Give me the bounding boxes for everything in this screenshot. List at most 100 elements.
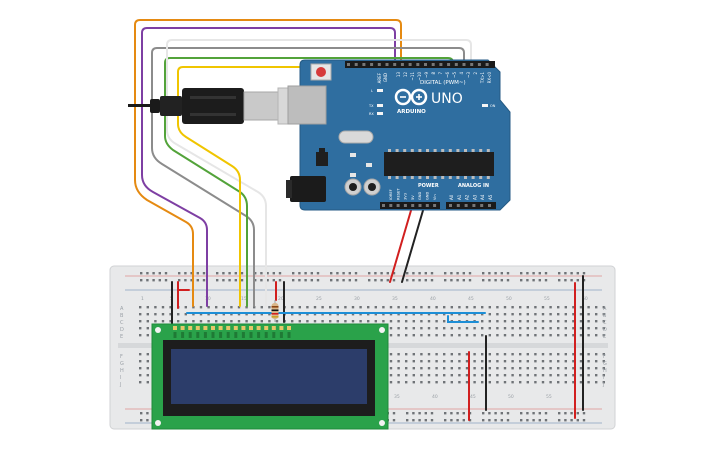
breadboard-hole (443, 313, 446, 316)
breadboard-hole (139, 327, 142, 330)
breadboard-hole (576, 412, 579, 415)
breadboard-hole (564, 327, 567, 330)
breadboard-hole (146, 272, 149, 275)
breadboard-hole (572, 367, 575, 370)
usb-port (287, 85, 327, 125)
breadboard-hole (602, 353, 605, 356)
chip-pin (448, 176, 452, 179)
breadboard-hole (587, 360, 590, 363)
breadboard-hole (268, 313, 271, 316)
column-number: 45 (470, 394, 476, 400)
breadboard-hole (139, 360, 142, 363)
breadboard-hole (496, 313, 499, 316)
wire-red-5v[interactable] (389, 206, 413, 283)
breadboard-hole (450, 360, 453, 363)
row-letter: J (602, 382, 604, 388)
breadboard-hole (488, 412, 491, 415)
breadboard-hole (222, 313, 225, 316)
wire-white[interactable] (166, 39, 472, 307)
lcd-pin (287, 326, 291, 330)
breadboard-hole (260, 313, 263, 316)
breadboard-hole (468, 279, 472, 282)
pin-hole (418, 204, 422, 207)
breadboard-hole (374, 306, 377, 309)
breadboard-hole (412, 272, 415, 275)
breadboard-hole (564, 272, 567, 275)
breadboard-hole (602, 381, 605, 384)
breadboard-hole (359, 313, 362, 316)
breadboard-hole (587, 313, 590, 316)
breadboard-hole (541, 327, 545, 330)
breadboard-hole (496, 320, 499, 323)
breadboard-hole (450, 419, 453, 422)
breadboard-hole (316, 279, 320, 282)
breadboard-hole (494, 279, 497, 282)
breadboard-hole (511, 367, 514, 370)
jumper-blue-step[interactable] (447, 315, 479, 323)
breadboard-hole (329, 306, 332, 309)
resistor[interactable] (271, 300, 279, 322)
digital-pin-label: 8 (431, 72, 436, 75)
wire-black-gnd[interactable] (401, 206, 425, 283)
breadboard-hole (557, 306, 560, 309)
breadboard-hole (534, 306, 537, 309)
breadboard-hole (520, 272, 523, 275)
breadboard-hole (450, 272, 453, 275)
breadboard-hole (443, 334, 446, 337)
breadboard-hole (405, 381, 408, 384)
breadboard-hole (412, 367, 415, 370)
breadboard-hole (207, 313, 210, 316)
breadboard-hole (488, 334, 491, 337)
breadboard-hole (192, 320, 195, 323)
pin-hole (433, 204, 437, 207)
breadboard-hole (488, 381, 491, 384)
breadboard-hole (418, 272, 421, 275)
breadboard-hole (190, 279, 193, 282)
breadboard-hole (177, 313, 180, 316)
breadboard-hole (496, 334, 499, 337)
pin-hole (472, 204, 476, 207)
breadboard-hole (178, 272, 181, 275)
breadboard-hole (519, 313, 522, 316)
pin-hole (400, 63, 404, 66)
row-letter: H (603, 368, 607, 374)
breadboard-hole (304, 279, 307, 282)
breadboard-hole (207, 306, 210, 309)
wire-orange[interactable] (134, 19, 402, 307)
breadboard-hole (240, 279, 244, 282)
pin-hole (431, 63, 435, 66)
breadboard-hole (572, 306, 575, 309)
breadboard-hole (557, 374, 560, 377)
breadboard-hole (427, 313, 431, 316)
breadboard-hole (380, 279, 383, 282)
breadboard-hole (154, 313, 157, 316)
breadboard-hole (230, 313, 233, 316)
breadboard-hole (146, 313, 149, 316)
breadboard-hole (557, 353, 560, 356)
breadboard-hole (424, 279, 427, 282)
breadboard-hole (397, 327, 400, 330)
lcd-pin-pad (203, 332, 207, 338)
breadboard-hole (367, 320, 370, 323)
breadboard-hole (321, 313, 324, 316)
breadboard-hole (420, 353, 423, 356)
led-on-label: ON (490, 104, 496, 108)
breadboard-hole (579, 327, 583, 330)
analog-pin-label: A1 (457, 194, 462, 200)
breadboard-hole (237, 320, 241, 323)
breadboard-hole (161, 313, 165, 316)
breadboard-hole (418, 419, 421, 422)
breadboard-hole (430, 412, 434, 415)
breadboard-hole (494, 412, 497, 415)
lcd-pin-pad (272, 332, 276, 338)
lcd-pin-pad (226, 332, 230, 338)
lcd-pin (256, 326, 261, 330)
breadboard-hole (443, 374, 446, 377)
breadboard-hole (519, 306, 522, 309)
breadboard-hole (427, 320, 431, 323)
breadboard-hole (519, 367, 522, 370)
breadboard-hole (260, 272, 263, 275)
row-letter: G (120, 361, 124, 367)
breadboard-hole (595, 306, 598, 309)
